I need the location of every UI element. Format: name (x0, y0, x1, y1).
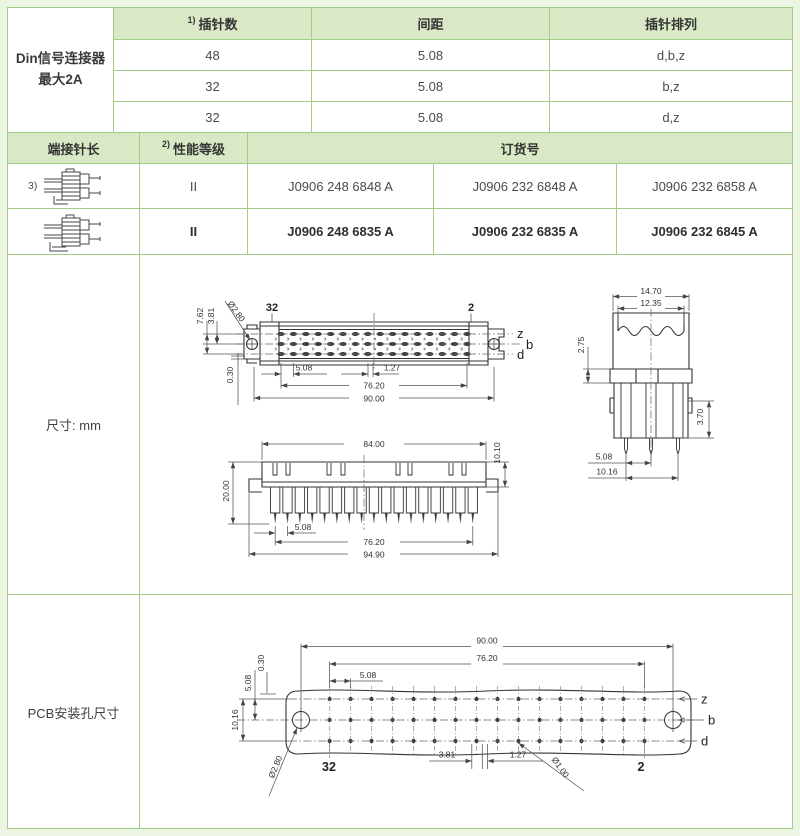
dim-inner-width: 12.35 (640, 298, 662, 308)
grade-cell: II (140, 209, 248, 255)
side-view-drawing: 14.70 12.35 2.75 3.70 5.08 10.16 (576, 286, 714, 481)
row-label-b: b (526, 337, 533, 352)
pcb-canvas: z b d 32 2 90.00 (140, 595, 792, 829)
order-number-cell: J0906 248 6835 A (248, 209, 434, 255)
row-label-z: z (701, 692, 708, 707)
spec-cell: d,z (550, 102, 792, 133)
pcb-section: PCB安装孔尺寸 (8, 595, 792, 829)
order-table: 端接针长 2) 性能等级 订货号 3) (8, 133, 792, 255)
spec-cell: 5.08 (312, 102, 550, 133)
spec-cell: 5.08 (312, 40, 550, 71)
centerlines (236, 313, 521, 371)
spec-table: Din信号连接器 最大2A 1) 插针数 间距 插针排列 48 5.08 d,b… (8, 8, 792, 133)
pin-length-cell: 3) (8, 164, 140, 209)
dimension-lines (203, 300, 495, 405)
pcb-hole-pattern-drawing: z b d 32 2 90.00 (231, 636, 715, 797)
dim-overall: 90.00 (363, 394, 385, 404)
dim-hole-dia: Ø2.80 (226, 299, 248, 324)
dim-half-pitch: 1.27 (384, 363, 401, 373)
header-order-number: 订货号 (248, 133, 792, 164)
product-name-line2: 最大2A (38, 72, 83, 87)
header-arrangement: 插针排列 (550, 8, 792, 40)
dim-pin-span: 76.20 (363, 381, 385, 391)
spec-cell: 48 (114, 40, 312, 71)
row-label-d: d (701, 734, 708, 749)
dim-edge-offset: 0.30 (256, 654, 266, 671)
order-number-cell: J0906 232 6858 A (617, 164, 792, 209)
row-label-d: d (517, 347, 524, 362)
connector-side-icon (43, 214, 100, 251)
dim-mount-hole-dia: Ø2.80 (266, 754, 284, 779)
spec-cell: 32 (114, 102, 312, 133)
dim-pin-span: 76.20 (363, 537, 385, 547)
dim-hole-span: 90.00 (476, 636, 498, 646)
dim-row-pitch: 5.08 (243, 674, 253, 691)
dim-pitch: 5.08 (296, 363, 313, 373)
dimension-lines (239, 643, 674, 797)
dim-row-span: 10.16 (596, 467, 618, 477)
dimension-lines (583, 294, 714, 481)
dim-offset: 0.30 (225, 366, 235, 383)
datasheet-table: Din信号连接器 最大2A 1) 插针数 间距 插针排列 48 5.08 d,b… (7, 7, 793, 829)
header-pitch: 间距 (312, 8, 550, 40)
pin-number-32: 32 (266, 302, 278, 314)
dimensions-section: 尺寸: mm (8, 255, 792, 595)
bottom-view-drawing: 84.00 10.10 20.00 5.08 76.20 94.90 (221, 439, 509, 560)
dim-127: 1.27 (510, 750, 527, 760)
front-view-drawing: 32 2 z b d 5.08 1.27 (195, 299, 533, 405)
dim-row-span: 10.16 (231, 709, 240, 731)
dimensions-canvas: 32 2 z b d 5.08 1.27 (140, 255, 792, 594)
spec-cell: 32 (114, 71, 312, 102)
pin-number-32: 32 (322, 760, 336, 774)
product-name-cell: Din信号连接器 最大2A (8, 8, 114, 133)
dim-pin-hole-dia: Ø1.00 (550, 755, 572, 780)
centerlines (237, 698, 699, 742)
pin-number-2: 2 (638, 760, 645, 774)
order-number-cell: J0906 232 6845 A (617, 209, 792, 255)
row-label-b: b (708, 713, 715, 728)
dim-overall: 94.90 (363, 550, 385, 560)
header-pin-count: 1) 插针数 (114, 8, 312, 40)
spec-cell: 5.08 (312, 71, 550, 102)
order-number-cell: J0906 232 6835 A (434, 209, 617, 255)
dim-height: 20.00 (221, 480, 231, 502)
dim-pitch: 5.08 (596, 452, 613, 462)
order-number-cell: J0906 248 6848 A (248, 164, 434, 209)
dim-flange: 2.75 (576, 336, 586, 353)
pin-comb (269, 487, 479, 525)
dim-381: 3.81 (439, 750, 456, 760)
dim-row-span: 7.62 (195, 307, 205, 324)
footnote-sup-1: 1) (187, 14, 196, 25)
spec-cell: d,b,z (550, 40, 792, 71)
grade-cell: II (140, 164, 248, 209)
dim-pitch: 5.08 (295, 522, 312, 532)
dim-height-top: 10.10 (492, 442, 502, 464)
row-label-z: z (517, 326, 524, 341)
footnote-mark-3: 3) (28, 180, 38, 192)
header-grade: 2) 性能等级 (140, 133, 248, 164)
bottom-view-body (248, 461, 499, 493)
dim-pitch: 5.08 (360, 670, 377, 680)
dim-row-pitch: 3.81 (206, 307, 216, 324)
connector-side-icon (43, 168, 100, 205)
spec-cell: b,z (550, 71, 792, 102)
pin-number-2: 2 (468, 302, 474, 314)
product-name-line1: Din信号连接器 (15, 51, 106, 67)
header-pin-length: 端接针长 (8, 133, 140, 164)
pin-length-cell (8, 209, 140, 255)
dim-width: 14.70 (640, 286, 662, 296)
pcb-section-label: PCB安装孔尺寸 (8, 595, 140, 829)
dim-pin-span: 76.20 (476, 653, 498, 663)
order-number-cell: J0906 232 6848 A (434, 164, 617, 209)
dim-pin-length: 3.70 (695, 408, 705, 425)
footnote-sup-2: 2) (161, 139, 170, 149)
dim-width: 84.00 (363, 439, 385, 449)
row-leader-arrows (677, 696, 704, 744)
dimension-lines (228, 441, 509, 557)
dimensions-section-label: 尺寸: mm (8, 255, 140, 594)
